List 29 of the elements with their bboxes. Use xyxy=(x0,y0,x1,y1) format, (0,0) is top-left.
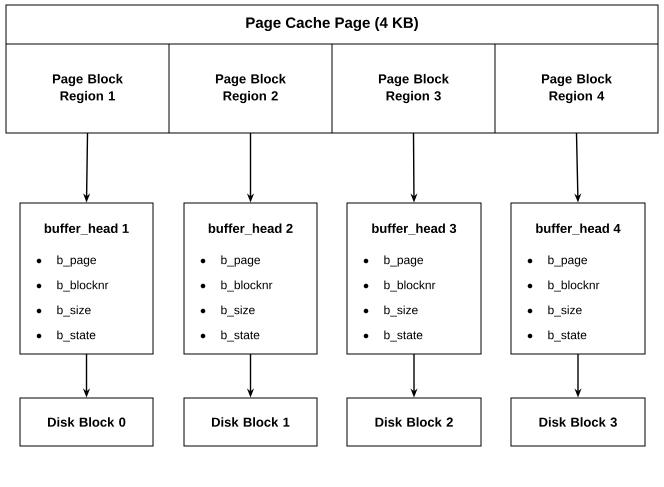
field-name: b_blocknr xyxy=(548,280,600,292)
struct-name: buffer_head 4 xyxy=(536,223,621,234)
field-name: b_page xyxy=(221,255,260,267)
struct-name: buffer_head 3 xyxy=(372,223,456,234)
field-name: b_state xyxy=(384,330,422,342)
field-name: b_state xyxy=(221,330,260,342)
field-name: b_state xyxy=(548,330,586,342)
region-box: Page Block Region 2 xyxy=(168,44,332,134)
field-name: b_size xyxy=(384,305,418,317)
disk-block-box: Disk Block 3 xyxy=(510,398,646,446)
field-name: b_page xyxy=(384,255,424,267)
struct-name: buffer_head 2 xyxy=(208,223,293,234)
field-name: b_blocknr xyxy=(221,280,272,292)
field-name: b_size xyxy=(57,305,91,317)
field-name: b_size xyxy=(221,305,255,317)
region-box: Page Block Region 1 xyxy=(6,44,170,134)
heading: Page Cache Page (4 KB) xyxy=(246,16,418,32)
field-name: b_size xyxy=(548,305,582,317)
field-name: b_blocknr xyxy=(384,280,436,292)
struct-name: buffer_head 1 xyxy=(44,223,129,234)
field-name: b_page xyxy=(548,255,588,267)
region-box: Page Block Region 3 xyxy=(332,44,496,134)
disk-block-box: Disk Block 2 xyxy=(346,398,482,446)
region-box: Page Block Region 4 xyxy=(494,44,658,134)
disk-block-box: Disk Block 0 xyxy=(20,398,154,446)
disk-block-box: Disk Block 1 xyxy=(184,398,318,446)
field-name: b_blocknr xyxy=(57,280,108,292)
field-name: b_page xyxy=(57,255,96,267)
field-name: b_state xyxy=(57,330,96,342)
